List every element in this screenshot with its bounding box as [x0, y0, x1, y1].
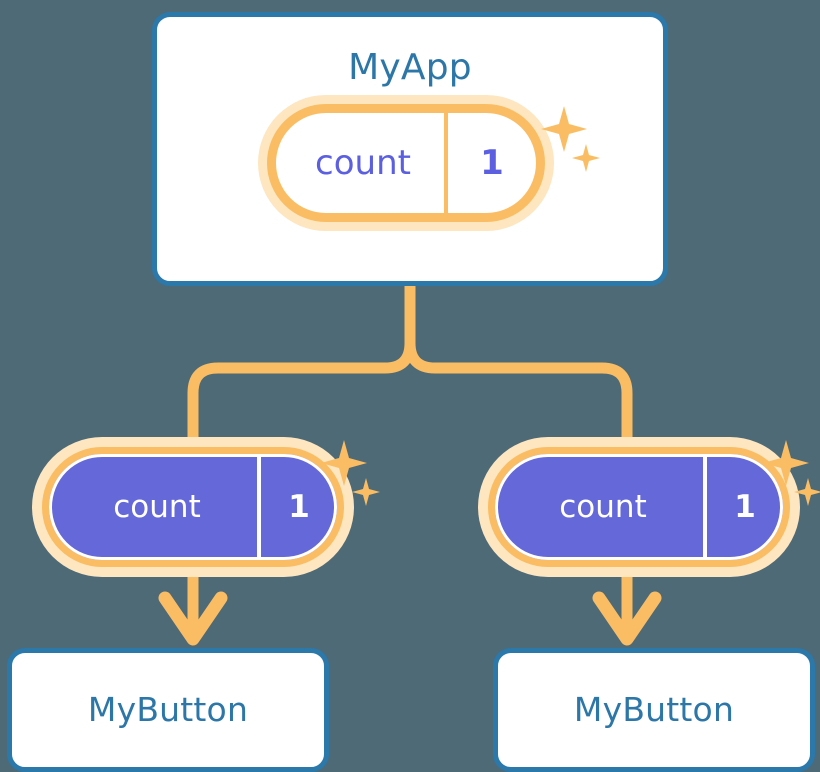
mybutton-label: MyButton [87, 690, 249, 729]
sparkle-icon [352, 478, 380, 506]
state-pill-left[interactable]: count 1 [32, 437, 354, 577]
page-title: MyApp [348, 47, 472, 88]
state-pill[interactable]: count 1 [488, 447, 790, 567]
mybutton-card-left[interactable]: MyButton [7, 648, 329, 772]
state-pill-right[interactable]: count 1 [478, 437, 800, 577]
mybutton-label: MyButton [573, 690, 735, 729]
state-pill-value: 1 [444, 113, 536, 213]
arrow-down-icon-right [592, 566, 662, 646]
branch-fork-line-right [404, 337, 633, 456]
branch-fork-line-left [187, 337, 416, 456]
state-pill-key: count [315, 143, 411, 183]
state-pill[interactable]: count 1 [42, 447, 344, 567]
mybutton-card-right[interactable]: MyButton [493, 648, 815, 772]
state-pill-key: count [559, 489, 647, 525]
state-pill-key: count [113, 489, 201, 525]
state-pill-value: 1 [257, 454, 337, 560]
state-pill-value: 1 [703, 454, 783, 560]
arrow-down-icon-left [158, 566, 228, 646]
state-pill-myapp[interactable]: count 1 [258, 95, 554, 231]
state-pill[interactable]: count 1 [267, 104, 545, 222]
